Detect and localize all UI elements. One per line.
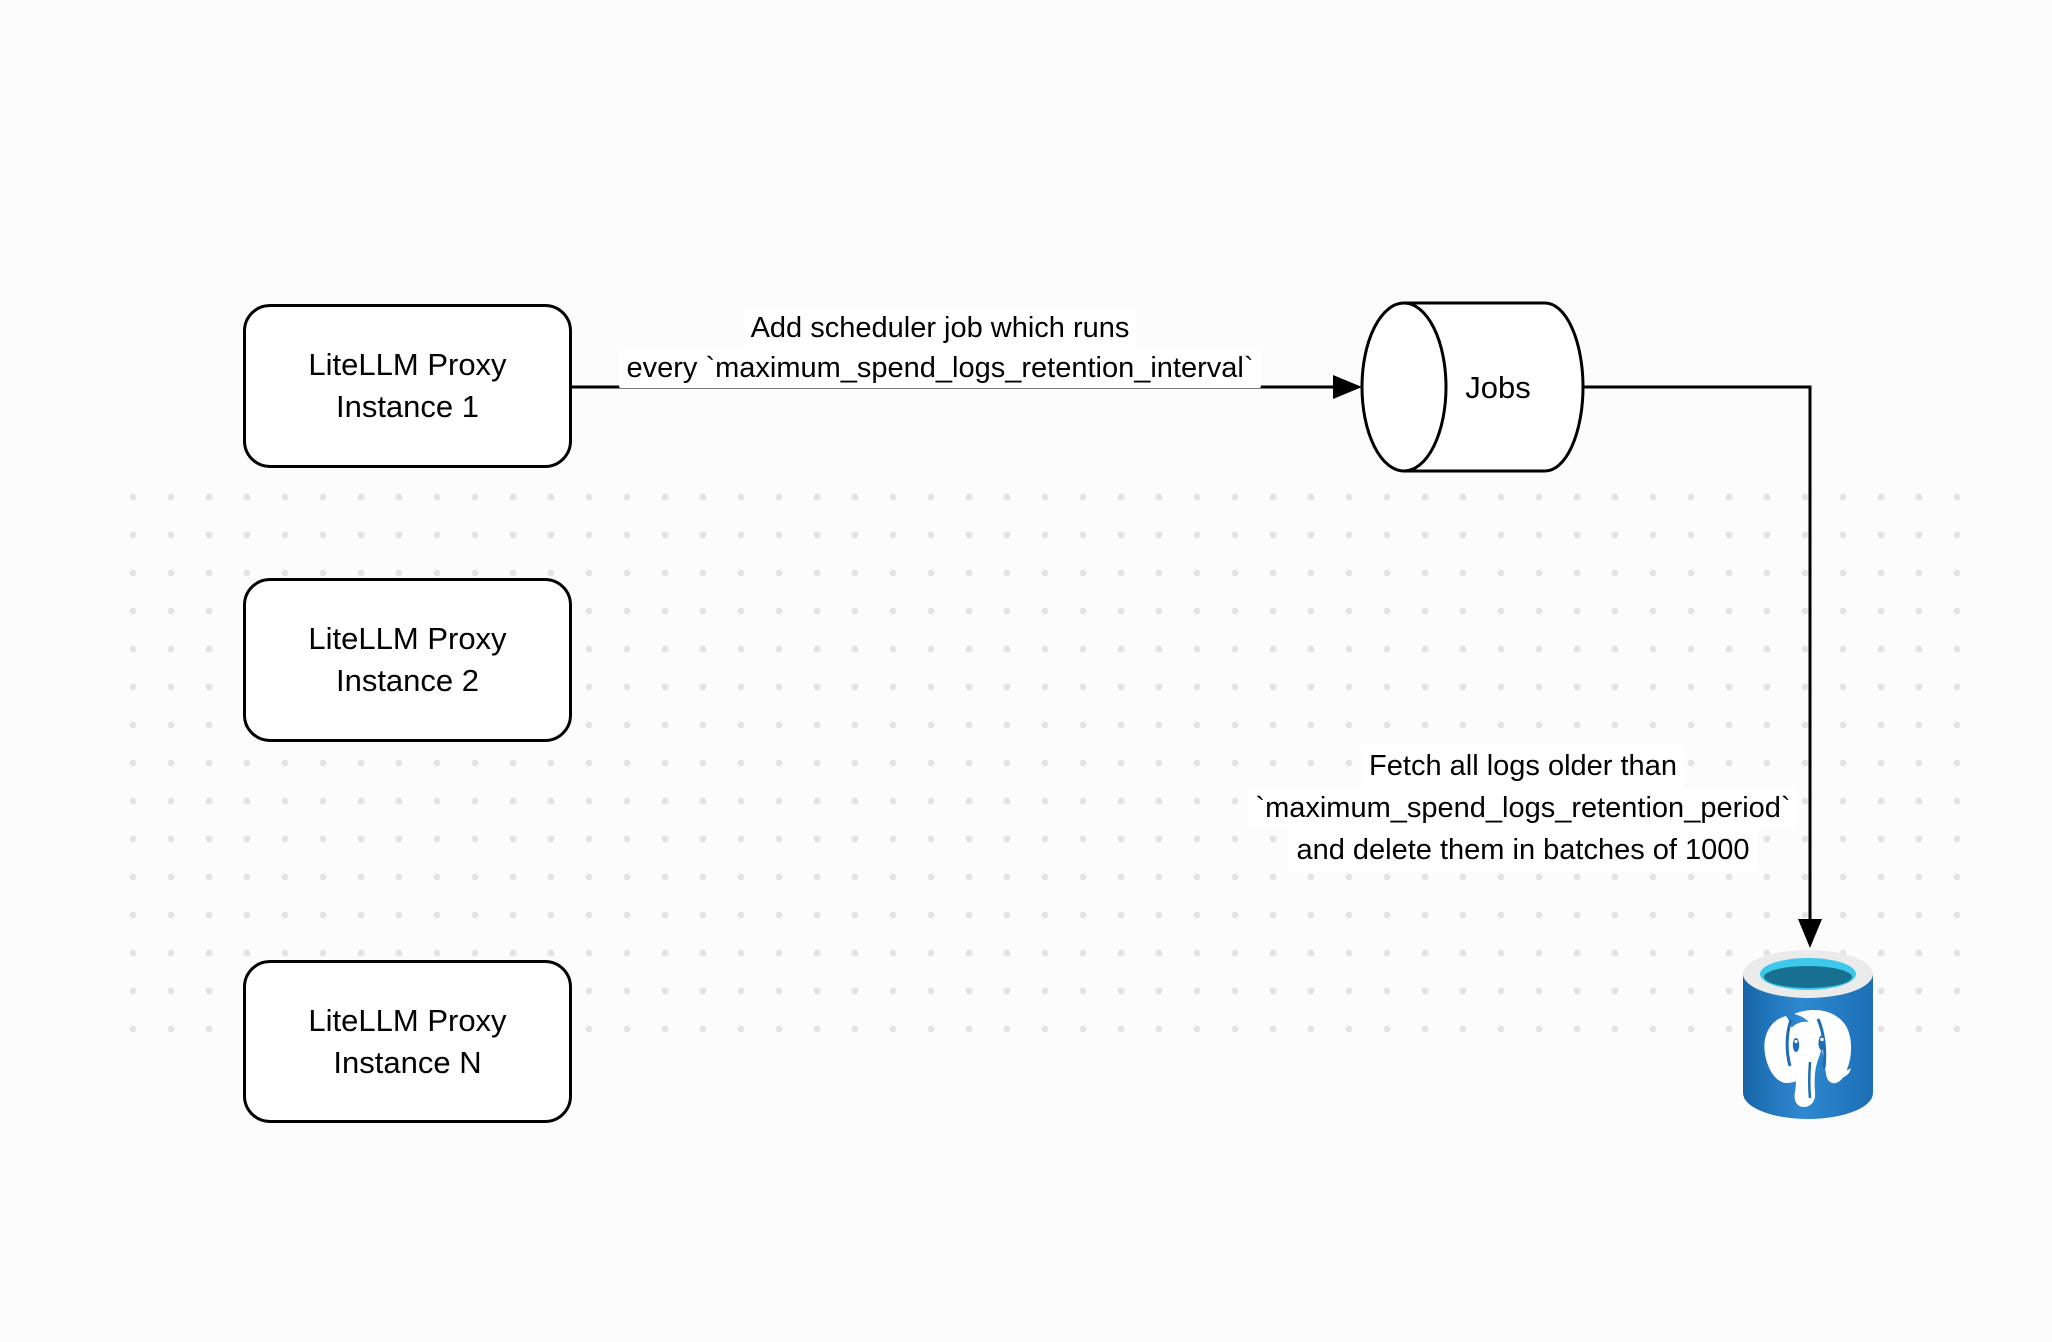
postgresql-elephant-database-icon <box>1743 950 1873 1119</box>
node-label-line: LiteLLM Proxy <box>308 347 507 382</box>
jobs-queue-cap <box>1360 301 1448 473</box>
node-label-line: LiteLLM Proxy <box>308 1002 507 1038</box>
arrowhead-right-icon <box>1333 375 1362 399</box>
node-litellm-proxy-instance-1: LiteLLM Proxy Instance 1 <box>243 304 572 468</box>
edge-label-line: Fetch all logs older than <box>1362 745 1684 787</box>
arrowhead-down-icon <box>1798 919 1822 948</box>
edge-label-line: `maximum_spend_logs_retention_period` <box>1248 787 1798 829</box>
edge-label-line: every `maximum_spend_logs_retention_inte… <box>619 348 1261 388</box>
node-label-line: Instance 2 <box>335 663 480 698</box>
node-label-line: Instance N <box>333 1044 482 1080</box>
edge-cleanup-line <box>1583 385 1812 942</box>
node-label-line: LiteLLM Proxy <box>308 621 507 656</box>
edge-label-line: and delete them in batches of 1000 <box>1289 829 1757 871</box>
edge-label-cleanup: Fetch all logs older than `maximum_spend… <box>1173 745 1873 871</box>
node-label-line: Instance 1 <box>335 389 480 424</box>
node-litellm-proxy-instance-n: LiteLLM Proxy Instance N <box>243 960 572 1123</box>
edge-label-scheduler: Add scheduler job which runs every `maxi… <box>590 308 1290 388</box>
jobs-queue-label: Jobs <box>1465 370 1531 405</box>
node-litellm-proxy-instance-2: LiteLLM Proxy Instance 2 <box>243 578 572 742</box>
edge-label-line: Add scheduler job which runs <box>743 308 1137 348</box>
elephant-glyph <box>1764 1010 1852 1107</box>
